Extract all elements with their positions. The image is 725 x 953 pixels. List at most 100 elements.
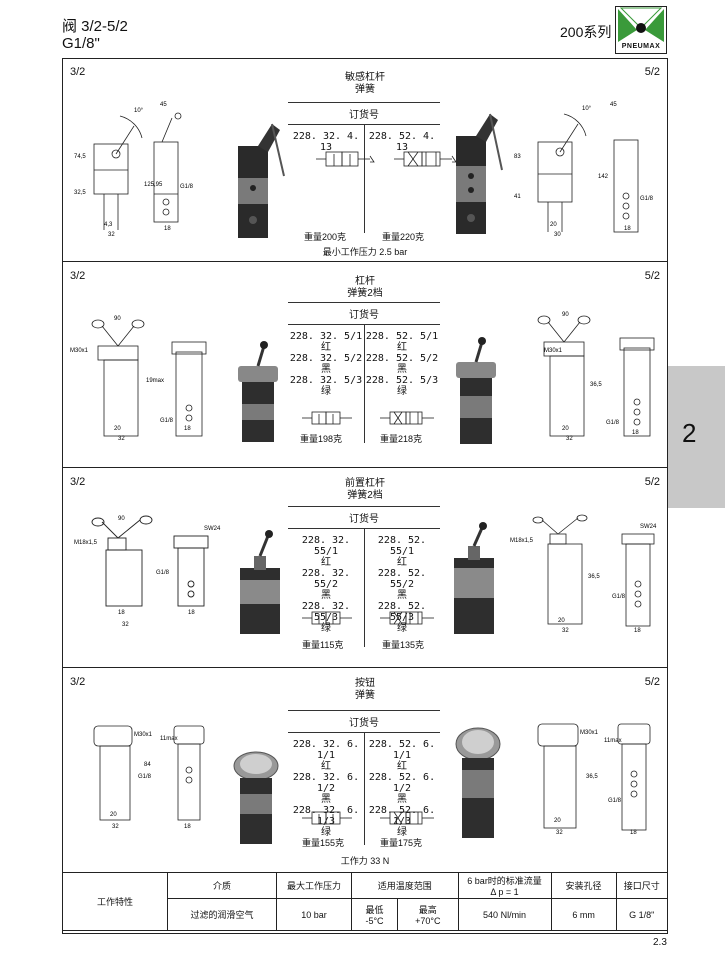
- dim-width: 20: [562, 426, 569, 432]
- dimension-drawing-5-2: 90 M30x1 36,5 G1/8 20 32 18: [537, 312, 655, 442]
- color-label: 红: [321, 557, 331, 568]
- dim-depth: 18: [632, 430, 639, 436]
- product-photo-5-2: [455, 727, 501, 838]
- dim-base: 32: [118, 436, 125, 442]
- actuator-name: 杠杆: [355, 276, 375, 287]
- section-left-type: 3/2: [70, 676, 86, 688]
- order-code: 228. 32. 6. 1/2: [292, 772, 360, 794]
- page-number: 2.3: [653, 937, 667, 948]
- dim-base: 32: [566, 436, 573, 442]
- dim-depth: 18: [188, 610, 195, 616]
- dim-84: 84: [144, 762, 151, 768]
- color-label: 红: [321, 761, 331, 772]
- dimension-drawing-3-2: M30x1 84 11max G1/8 20 32 18: [93, 725, 205, 830]
- actuating-force-note: 工作力 33 N: [340, 856, 390, 866]
- order-code: 228. 52. 6. 1/3: [368, 805, 436, 827]
- section-lever: 3/2 5/2 杠杆 弹簧2档 订货号 228. 32. 5/1 红 228. …: [62, 262, 668, 468]
- dim-base: 32: [556, 830, 563, 836]
- dim-port: G1/8: [160, 418, 174, 424]
- order-code: 228. 32. 55/2: [301, 568, 351, 590]
- spec-header-medium: 介质: [167, 872, 277, 899]
- return-type: 弹簧: [355, 690, 375, 701]
- actuator-name: 前置杠杆: [345, 478, 385, 489]
- dim-74-5: 74,5: [74, 154, 86, 160]
- return-type: 弹簧2档: [347, 490, 383, 501]
- dim-angle: 10°: [582, 106, 592, 112]
- order-code: 228. 32. 6. 1/1: [292, 739, 360, 761]
- dim-base: 32: [108, 232, 115, 238]
- temp-max-value: +70°C: [415, 916, 441, 926]
- spec-header-temperature: 适用温度范围: [351, 872, 459, 899]
- specification-table: 工作特性 介质 最大工作压力 适用温度范围 6 bar时的标准流量 Δ p = …: [62, 872, 669, 931]
- product-photo-3-2: [240, 530, 280, 634]
- section-title: 按钮 弹簧: [62, 678, 668, 702]
- order-title: 订货号: [288, 507, 440, 529]
- pneumax-logo: PNEUMAX: [615, 6, 667, 54]
- dim-port: G1/8: [156, 570, 170, 576]
- dim-angle: 10°: [134, 108, 144, 114]
- logo-graphic: [615, 6, 667, 54]
- order-code: 228. 32. 5/3: [289, 375, 363, 386]
- order-col-32: 228. 32. 6. 1/1 红 228. 32. 6. 1/2 黑 228.…: [288, 733, 364, 845]
- color-label: 绿: [397, 827, 407, 838]
- color-label: 绿: [321, 386, 331, 397]
- color-label: 绿: [397, 623, 407, 634]
- dim-36-5: 36,5: [588, 574, 600, 580]
- spec-header-pressure: 最大工作压力: [276, 872, 352, 899]
- color-label: 黑: [321, 364, 331, 375]
- dim-depth: 18: [624, 226, 631, 232]
- dim-19max: 19max: [146, 378, 164, 384]
- dim-port: G1/8: [640, 196, 654, 202]
- flow-header-line1: 6 bar时的标准流量: [467, 876, 542, 886]
- dim-width: 20: [550, 222, 557, 228]
- dim-base: 30: [554, 232, 561, 238]
- dim-thread: M30x1: [70, 348, 89, 354]
- logo-text: PNEUMAX: [621, 43, 661, 50]
- series-label: 200系列: [560, 24, 612, 40]
- color-label: 红: [397, 342, 407, 353]
- temp-max-label: 最高: [418, 905, 437, 915]
- symbol-3-2: [302, 811, 352, 825]
- dim-83: 83: [514, 154, 521, 160]
- dim-depth: 18: [164, 226, 171, 232]
- color-label: 绿: [321, 827, 331, 838]
- dim-90: 90: [118, 516, 125, 522]
- product-photo-5-2: [454, 522, 494, 634]
- header-valve-type: 阀 3/2-5/2: [62, 18, 128, 35]
- dimension-drawing-5-2: M18x1,5 SW24 36,5 G1/8 20 32 18: [510, 514, 657, 634]
- product-photo-3-2: [238, 341, 278, 442]
- order-box: 订货号 228. 32. 5/1 红 228. 32. 5/2 黑 228. 3…: [288, 302, 440, 443]
- dim-depth: 18: [184, 824, 191, 830]
- order-code: 228. 52. 55/1: [377, 535, 427, 557]
- spec-temp-max: 最高 +70°C: [397, 898, 459, 931]
- section-right-type: 5/2: [644, 676, 660, 688]
- order-code: 228. 52. 4. 13: [368, 131, 436, 153]
- product-photo-5-2: [456, 337, 496, 444]
- product-photo-5-2: [456, 113, 503, 234]
- dim-port: G1/8: [138, 774, 152, 780]
- order-col-52: 228. 52. 5/1 红 228. 52. 5/2 黑 228. 52. 5…: [364, 325, 440, 443]
- spec-medium: 过滤的润滑空气: [167, 898, 277, 931]
- weight-32: 重量200克: [304, 232, 347, 242]
- symbol-3-2: [302, 411, 352, 425]
- order-code: 228. 32. 4. 13: [292, 131, 360, 153]
- dim-width: 20: [558, 618, 565, 624]
- dim-port: G1/8: [612, 594, 626, 600]
- dim-depth: 18: [630, 830, 637, 836]
- order-code: 228. 52. 5/2: [365, 353, 439, 364]
- dim-thread: M30x1: [134, 732, 153, 738]
- order-code: 228. 52. 5/1: [365, 331, 439, 342]
- dim-36-5: 36,5: [586, 774, 598, 780]
- return-type: 弹簧2档: [347, 288, 383, 299]
- product-photo-3-2: [238, 123, 285, 238]
- order-code: 228. 52. 55/3: [377, 601, 427, 623]
- dim-width: 4,3: [104, 222, 113, 228]
- dim-thread: M30x1: [544, 348, 563, 354]
- weight-32: 重量155克: [302, 838, 345, 848]
- dimension-drawing-5-2: 45 10° 83 41 142 G1/8 20 30 18: [514, 102, 654, 238]
- header-title: 阀 3/2-5/2 G1/8": [62, 18, 128, 52]
- spec-hole: 6 mm: [550, 898, 617, 931]
- order-col-32: 228. 32. 5/1 红 228. 32. 5/2 黑 228. 32. 5…: [288, 325, 364, 443]
- section-right-type: 5/2: [644, 66, 660, 78]
- dim-port: G1/8: [606, 420, 620, 426]
